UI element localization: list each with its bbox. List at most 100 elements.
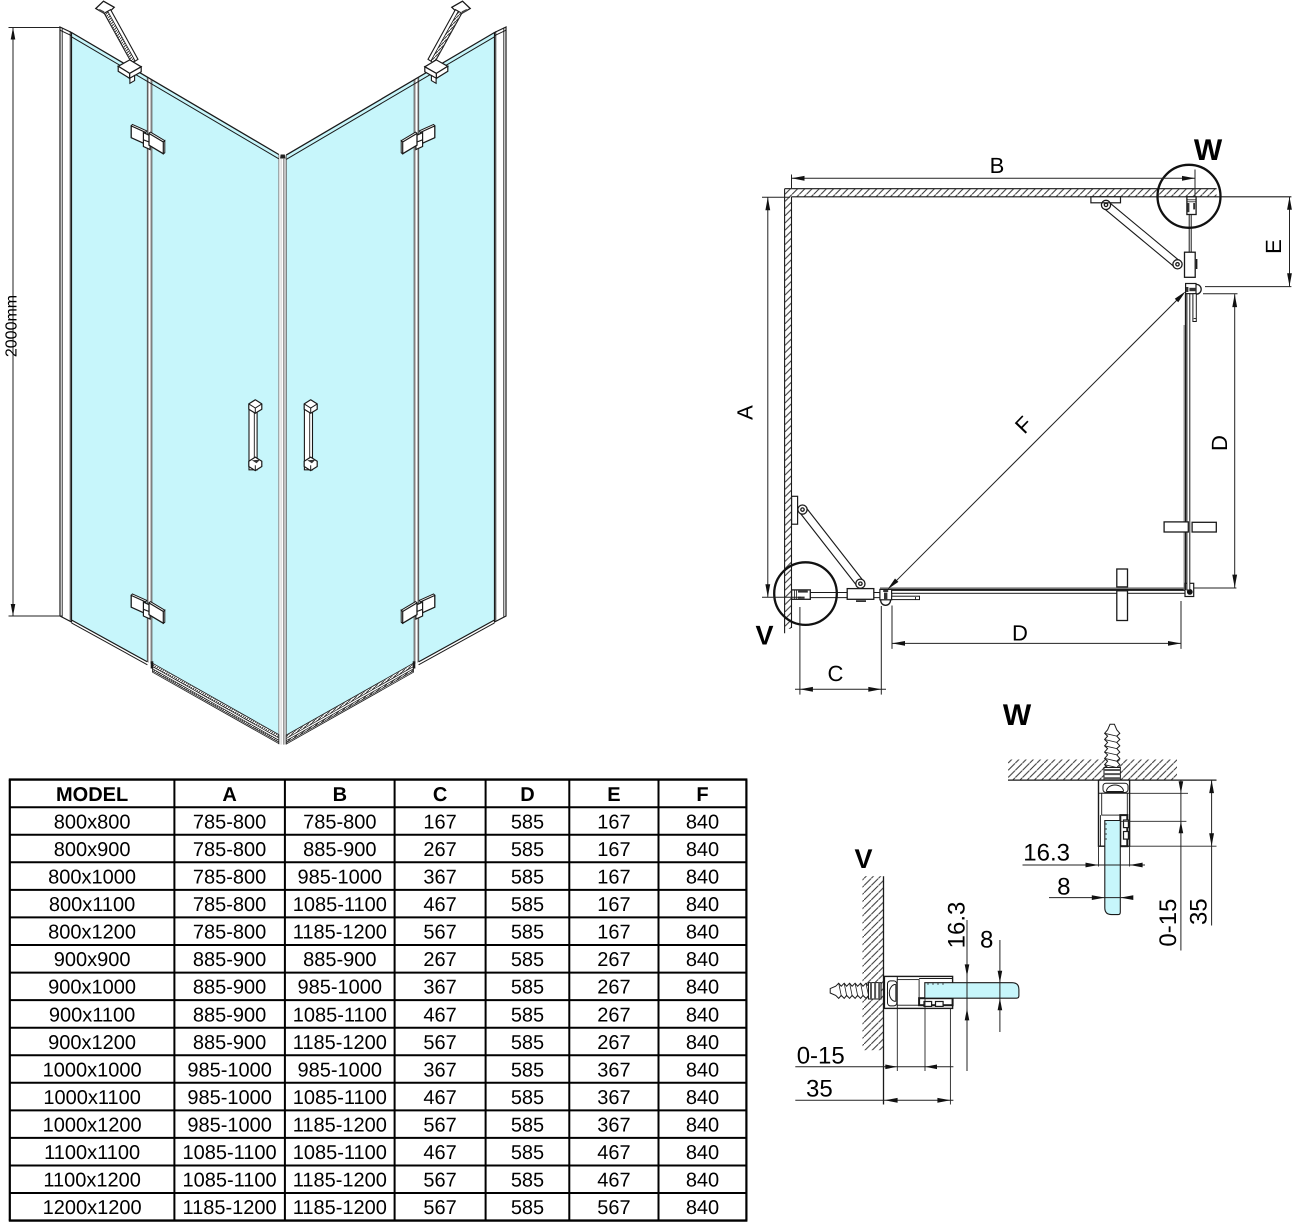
svg-text:900x1000: 900x1000 (48, 977, 136, 999)
svg-text:585: 585 (511, 977, 544, 999)
svg-text:1185-1200: 1185-1200 (183, 1197, 277, 1219)
svg-text:585: 585 (511, 1059, 544, 1081)
svg-text:W: W (1003, 699, 1032, 732)
svg-text:467: 467 (423, 1004, 456, 1026)
svg-text:E: E (607, 784, 620, 806)
svg-text:785-800: 785-800 (193, 867, 266, 889)
svg-text:V: V (755, 621, 773, 651)
svg-text:585: 585 (511, 1032, 544, 1054)
svg-text:585: 585 (511, 922, 544, 944)
svg-text:840: 840 (686, 1004, 719, 1026)
svg-text:840: 840 (686, 977, 719, 999)
svg-text:567: 567 (423, 922, 456, 944)
svg-text:0-15: 0-15 (797, 1043, 845, 1070)
svg-text:1085-1100: 1085-1100 (293, 894, 387, 916)
svg-text:167: 167 (597, 894, 630, 916)
svg-text:467: 467 (423, 1142, 456, 1164)
svg-text:840: 840 (686, 1142, 719, 1164)
svg-text:1000x1200: 1000x1200 (43, 1115, 142, 1137)
svg-text:840: 840 (686, 922, 719, 944)
svg-text:585: 585 (511, 811, 544, 833)
svg-text:800x1200: 800x1200 (48, 922, 136, 944)
svg-text:840: 840 (686, 867, 719, 889)
svg-text:367: 367 (597, 1115, 630, 1137)
svg-text:800x800: 800x800 (54, 811, 131, 833)
svg-text:167: 167 (597, 811, 630, 833)
svg-text:W: W (1194, 134, 1223, 167)
svg-text:785-800: 785-800 (193, 811, 266, 833)
svg-text:F: F (696, 784, 708, 806)
svg-text:B: B (990, 153, 1005, 178)
svg-text:8: 8 (1057, 874, 1070, 901)
svg-text:985-1000: 985-1000 (187, 1059, 272, 1081)
svg-text:985-1000: 985-1000 (187, 1087, 272, 1109)
svg-text:900x900: 900x900 (54, 949, 131, 971)
svg-text:0-15: 0-15 (1155, 899, 1182, 947)
svg-text:1185-1200: 1185-1200 (293, 1197, 387, 1219)
svg-text:1185-1200: 1185-1200 (293, 1032, 387, 1054)
svg-text:840: 840 (686, 839, 719, 861)
svg-text:F: F (1010, 411, 1037, 438)
svg-text:A: A (733, 405, 758, 420)
svg-text:1000x1100: 1000x1100 (43, 1087, 141, 1109)
svg-text:16.3: 16.3 (944, 902, 971, 949)
svg-text:885-900: 885-900 (193, 1004, 266, 1026)
svg-text:840: 840 (686, 1032, 719, 1054)
svg-text:1085-1100: 1085-1100 (293, 1004, 387, 1026)
svg-text:585: 585 (511, 1197, 544, 1219)
svg-text:585: 585 (511, 1004, 544, 1026)
svg-text:785-800: 785-800 (193, 839, 266, 861)
svg-text:1185-1200: 1185-1200 (293, 1170, 387, 1192)
svg-text:840: 840 (686, 1170, 719, 1192)
svg-text:800x1100: 800x1100 (49, 894, 135, 916)
svg-text:840: 840 (686, 1115, 719, 1137)
svg-text:267: 267 (597, 949, 630, 971)
svg-text:785-800: 785-800 (303, 811, 376, 833)
svg-text:900x1200: 900x1200 (48, 1032, 136, 1054)
svg-text:1100x1200: 1100x1200 (43, 1170, 141, 1192)
svg-text:467: 467 (597, 1142, 630, 1164)
svg-text:885-900: 885-900 (193, 949, 266, 971)
svg-text:467: 467 (597, 1170, 630, 1192)
svg-text:A: A (222, 784, 236, 806)
svg-text:267: 267 (597, 977, 630, 999)
svg-text:985-1000: 985-1000 (298, 1059, 383, 1081)
svg-text:167: 167 (597, 839, 630, 861)
svg-text:1185-1200: 1185-1200 (293, 922, 387, 944)
svg-text:167: 167 (423, 811, 456, 833)
svg-text:2000mm: 2000mm (4, 295, 21, 357)
svg-text:985-1000: 985-1000 (298, 977, 383, 999)
svg-text:467: 467 (423, 894, 456, 916)
svg-text:367: 367 (423, 867, 456, 889)
svg-text:885-900: 885-900 (303, 839, 376, 861)
svg-text:885-900: 885-900 (303, 949, 376, 971)
svg-text:885-900: 885-900 (193, 1032, 266, 1054)
svg-text:467: 467 (423, 1087, 456, 1109)
svg-text:8: 8 (980, 927, 993, 954)
svg-text:C: C (433, 784, 447, 806)
svg-text:585: 585 (511, 894, 544, 916)
svg-text:267: 267 (423, 839, 456, 861)
svg-text:367: 367 (597, 1087, 630, 1109)
svg-text:D: D (520, 784, 534, 806)
svg-text:840: 840 (686, 1087, 719, 1109)
svg-text:840: 840 (686, 1197, 719, 1219)
svg-text:D: D (1207, 435, 1232, 451)
svg-text:367: 367 (423, 1059, 456, 1081)
svg-text:840: 840 (686, 949, 719, 971)
svg-text:1200x1200: 1200x1200 (43, 1197, 142, 1219)
svg-text:B: B (333, 784, 347, 806)
svg-text:167: 167 (597, 867, 630, 889)
svg-text:800x900: 800x900 (54, 839, 131, 861)
svg-text:800x1000: 800x1000 (48, 867, 136, 889)
svg-text:267: 267 (597, 1004, 630, 1026)
svg-text:585: 585 (511, 839, 544, 861)
svg-text:MODEL: MODEL (56, 784, 128, 806)
svg-text:585: 585 (511, 949, 544, 971)
svg-text:35: 35 (806, 1076, 833, 1103)
svg-text:567: 567 (423, 1115, 456, 1137)
svg-text:567: 567 (423, 1170, 456, 1192)
svg-text:585: 585 (511, 1142, 544, 1164)
svg-text:1085-1100: 1085-1100 (183, 1170, 277, 1192)
svg-text:585: 585 (511, 1115, 544, 1137)
